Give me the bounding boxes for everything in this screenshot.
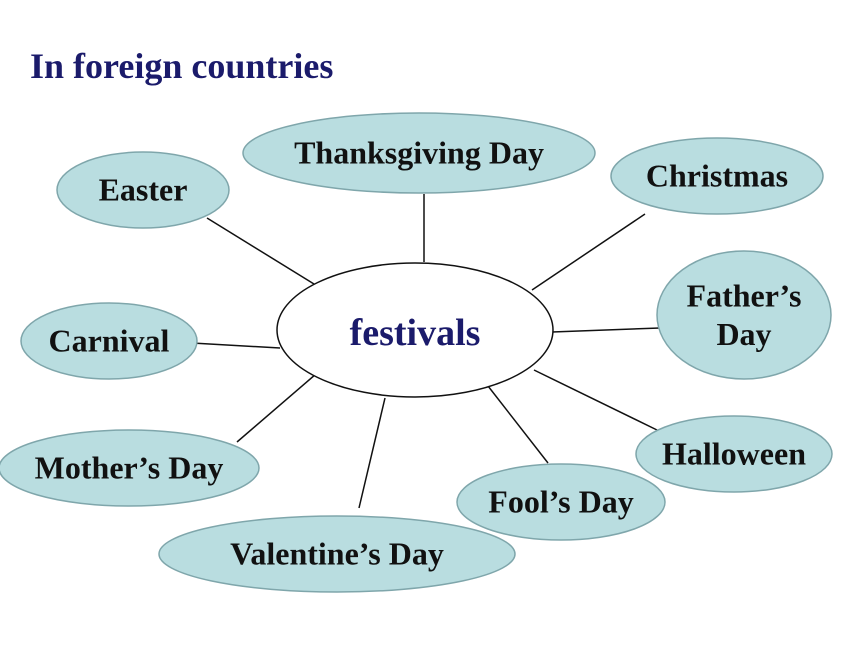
center-ellipse	[276, 262, 554, 398]
connector-easter	[206, 217, 315, 285]
node-ellipse-christmas	[610, 137, 824, 215]
connector-valentines-day	[358, 397, 386, 509]
node-christmas: Christmas	[610, 137, 824, 215]
node-label-fools-day: Fool’s Day	[488, 484, 633, 520]
node-label-halloween: Halloween	[662, 436, 806, 472]
node-ellipse-mothers-day	[0, 429, 260, 507]
node-thanksgiving: Thanksgiving Day	[242, 112, 596, 194]
node-ellipse-halloween	[635, 415, 833, 493]
node-label-mothers-day: Mother’s Day	[35, 450, 224, 486]
node-carnival: Carnival	[20, 302, 198, 380]
node-ellipse-easter	[56, 151, 230, 229]
connector-carnival	[191, 342, 281, 349]
node-label-christmas: Christmas	[646, 158, 788, 194]
connectors	[191, 194, 661, 509]
node-halloween: Halloween	[635, 415, 833, 493]
node-ellipse-fathers-day	[656, 250, 832, 380]
node-label-valentines-day: Valentine’s Day	[230, 536, 444, 572]
node-ellipse-thanksgiving	[242, 112, 596, 194]
node-label-carnival: Carnival	[49, 323, 170, 359]
node-fools-day: Fool’s Day	[456, 463, 666, 541]
node-label-thanksgiving: Thanksgiving Day	[294, 135, 544, 171]
connector-halloween	[533, 369, 658, 431]
center-label: festivals	[350, 312, 481, 354]
node-ellipse-fools-day	[456, 463, 666, 541]
node-label-fathers-day-line-2: Day	[716, 316, 771, 352]
node-ellipse-valentines-day	[158, 515, 516, 593]
node-label-fathers-day-line-1: Father’s	[687, 277, 802, 313]
node-valentines-day: Valentine’s Day	[158, 515, 516, 593]
node-easter: Easter	[56, 151, 230, 229]
page-title: In foreign countries	[30, 46, 334, 86]
connector-mothers-day	[236, 373, 317, 443]
node-mothers-day: Mother’s Day	[0, 429, 260, 507]
connector-christmas	[531, 213, 646, 291]
node-label-easter: Easter	[99, 172, 188, 208]
connector-fools-day	[487, 385, 549, 464]
node-ellipse-carnival	[20, 302, 198, 380]
center-node: festivals	[276, 262, 554, 398]
connector-fathers-day	[551, 327, 661, 333]
